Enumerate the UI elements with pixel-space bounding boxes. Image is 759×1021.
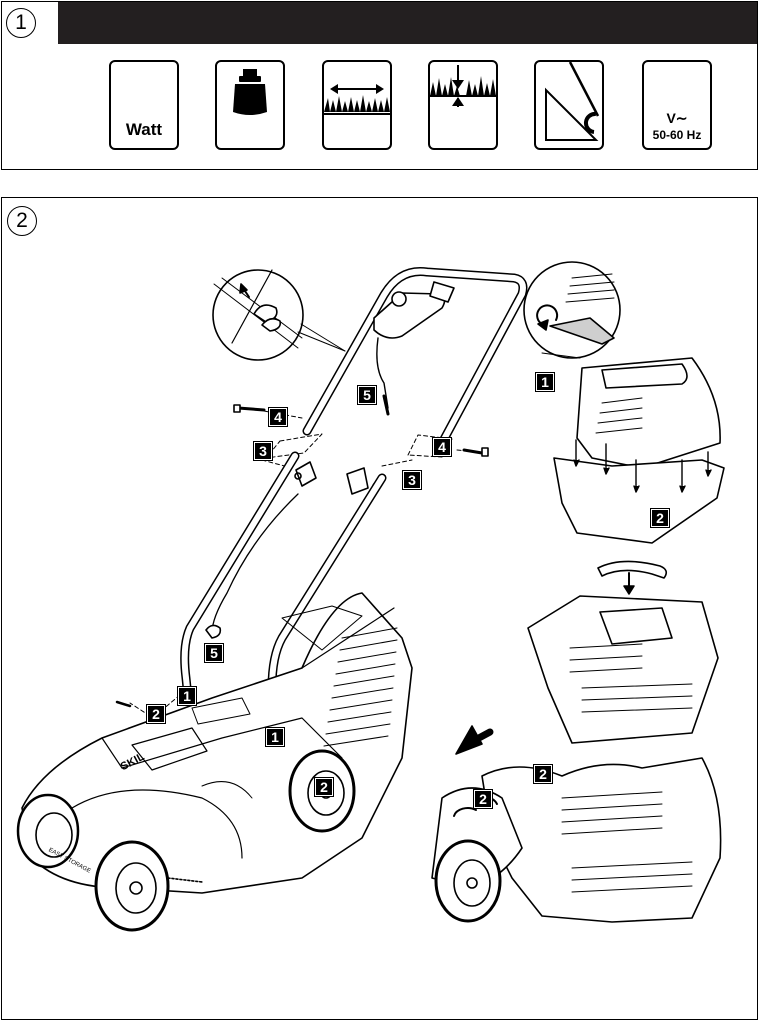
grass-box-assembly — [523, 261, 725, 544]
callout-3-right: 3 — [402, 470, 422, 490]
watt-label: Watt — [125, 120, 163, 139]
callout-2-fit-left: 2 — [473, 789, 493, 809]
voltage-icon: V∼ 50-60 Hz — [642, 60, 712, 150]
callout-1-left: 1 — [177, 686, 197, 706]
grass-box-fitting — [431, 725, 722, 923]
callout-2-fit-right: 2 — [533, 764, 553, 784]
mower-body — [21, 592, 413, 894]
specifications-panel: 1 Watt — [1, 1, 758, 170]
grass-box-handle-step — [527, 560, 719, 744]
step-number: 1 — [6, 8, 36, 38]
assembly-illustration — [16, 261, 725, 932]
assembly-panel: 2 — [1, 197, 758, 1020]
cutting-height-icon — [428, 60, 498, 150]
callout-5-bottom: 5 — [204, 643, 224, 663]
step-number: 2 — [7, 206, 37, 236]
callout-5-top: 5 — [357, 385, 377, 405]
callout-4-right: 4 — [432, 437, 452, 457]
handle-knobs — [294, 461, 380, 495]
cable-clip-detail — [212, 269, 346, 361]
callout-1-box: 1 — [535, 372, 555, 392]
weight-icon — [215, 60, 285, 150]
cutting-width-icon — [322, 60, 392, 150]
callout-4-left: 4 — [268, 407, 288, 427]
voltage-label: V∼ — [666, 110, 688, 126]
slope-angle-icon — [534, 60, 604, 150]
callout-2-right: 2 — [314, 777, 334, 797]
callout-1-right: 1 — [265, 727, 285, 747]
frequency-label: 50-60 Hz — [652, 128, 702, 142]
upper-handle — [302, 266, 528, 448]
callout-3-left: 3 — [253, 441, 273, 461]
header-bar — [58, 2, 757, 44]
callout-2-box: 2 — [650, 508, 670, 528]
watt-icon: Watt — [109, 60, 179, 150]
callout-2-left: 2 — [146, 704, 166, 724]
